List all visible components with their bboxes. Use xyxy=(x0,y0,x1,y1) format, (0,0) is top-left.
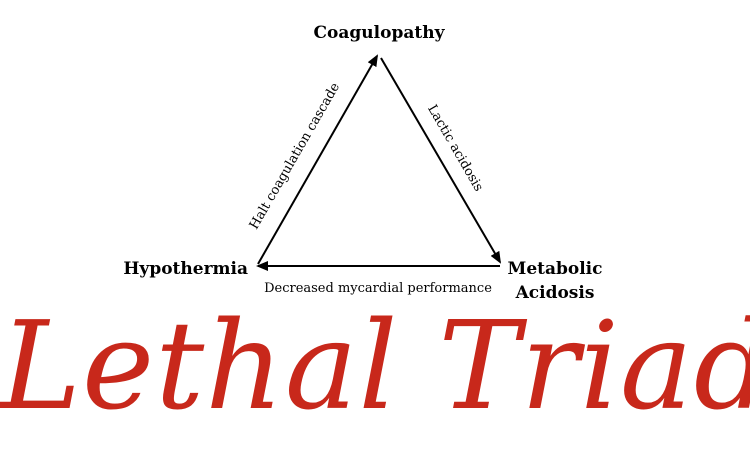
arrow-hypothermia-to-coagulopathy xyxy=(257,54,378,265)
arrow-coagulopathy-to-acidosis xyxy=(380,57,502,264)
node-acidosis: Acidosis xyxy=(515,283,595,303)
node-metabolic: Metabolic xyxy=(508,259,603,279)
lethal-triad-title: Lethal Triad xyxy=(0,295,750,437)
node-hypothermia: Hypothermia xyxy=(123,259,248,279)
edge-label-decreased-myocardial: Decreased mycardial performance xyxy=(264,281,492,296)
node-coagulopathy: Coagulopathy xyxy=(314,23,446,43)
edge-label-halt-coagulation: Halt coagulation cascade xyxy=(247,80,343,232)
